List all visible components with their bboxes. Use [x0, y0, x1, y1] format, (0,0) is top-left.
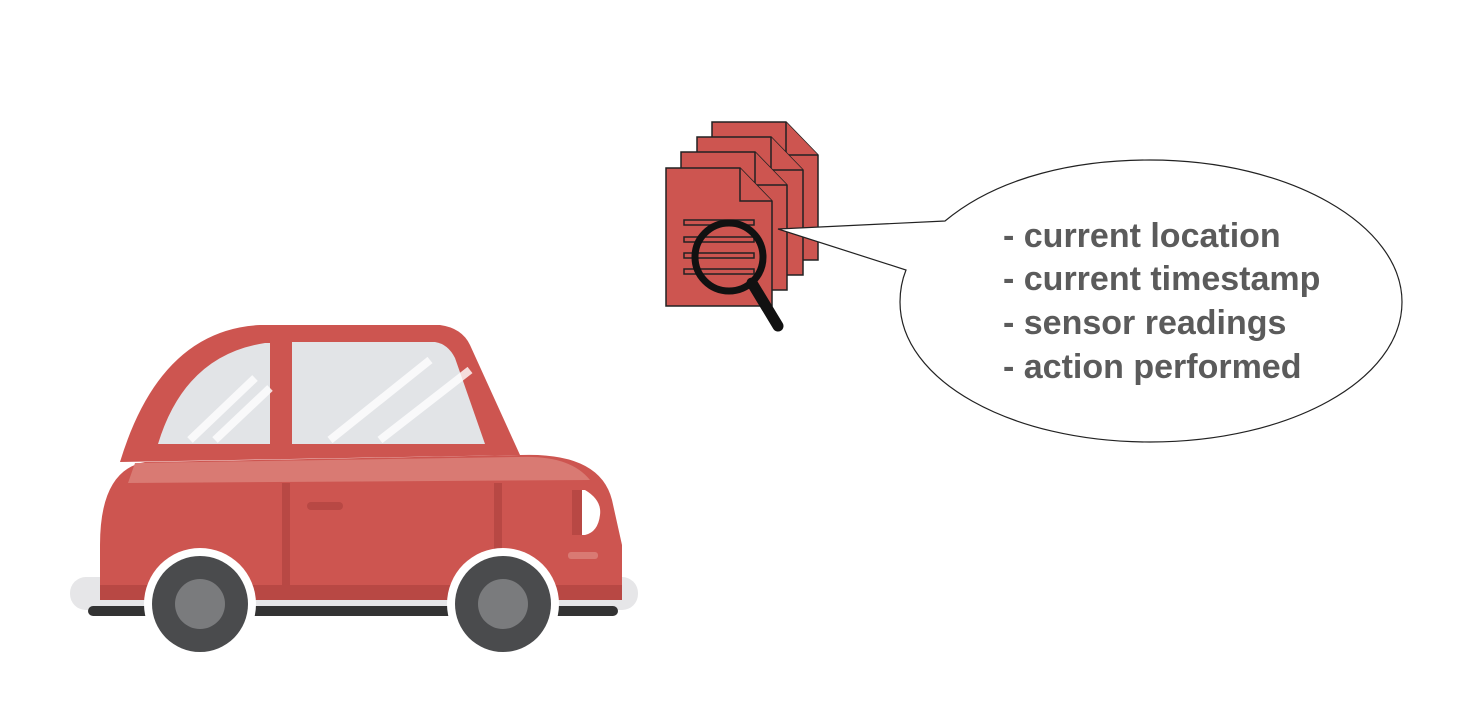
magnifier-icon — [691, 219, 784, 332]
car-icon — [70, 325, 638, 660]
callout-item-3: - sensor readings — [1003, 304, 1286, 342]
document-stack-icon — [665, 121, 819, 307]
wheel-rear — [144, 548, 256, 660]
speech-bubble: - current location - current timestamp -… — [777, 159, 1403, 443]
wheel-front — [447, 548, 559, 660]
callout-item-2: - current timestamp — [1003, 260, 1320, 298]
callout-item-1: - current location — [1003, 217, 1281, 255]
callout-item-4: - action performed — [1003, 348, 1301, 386]
